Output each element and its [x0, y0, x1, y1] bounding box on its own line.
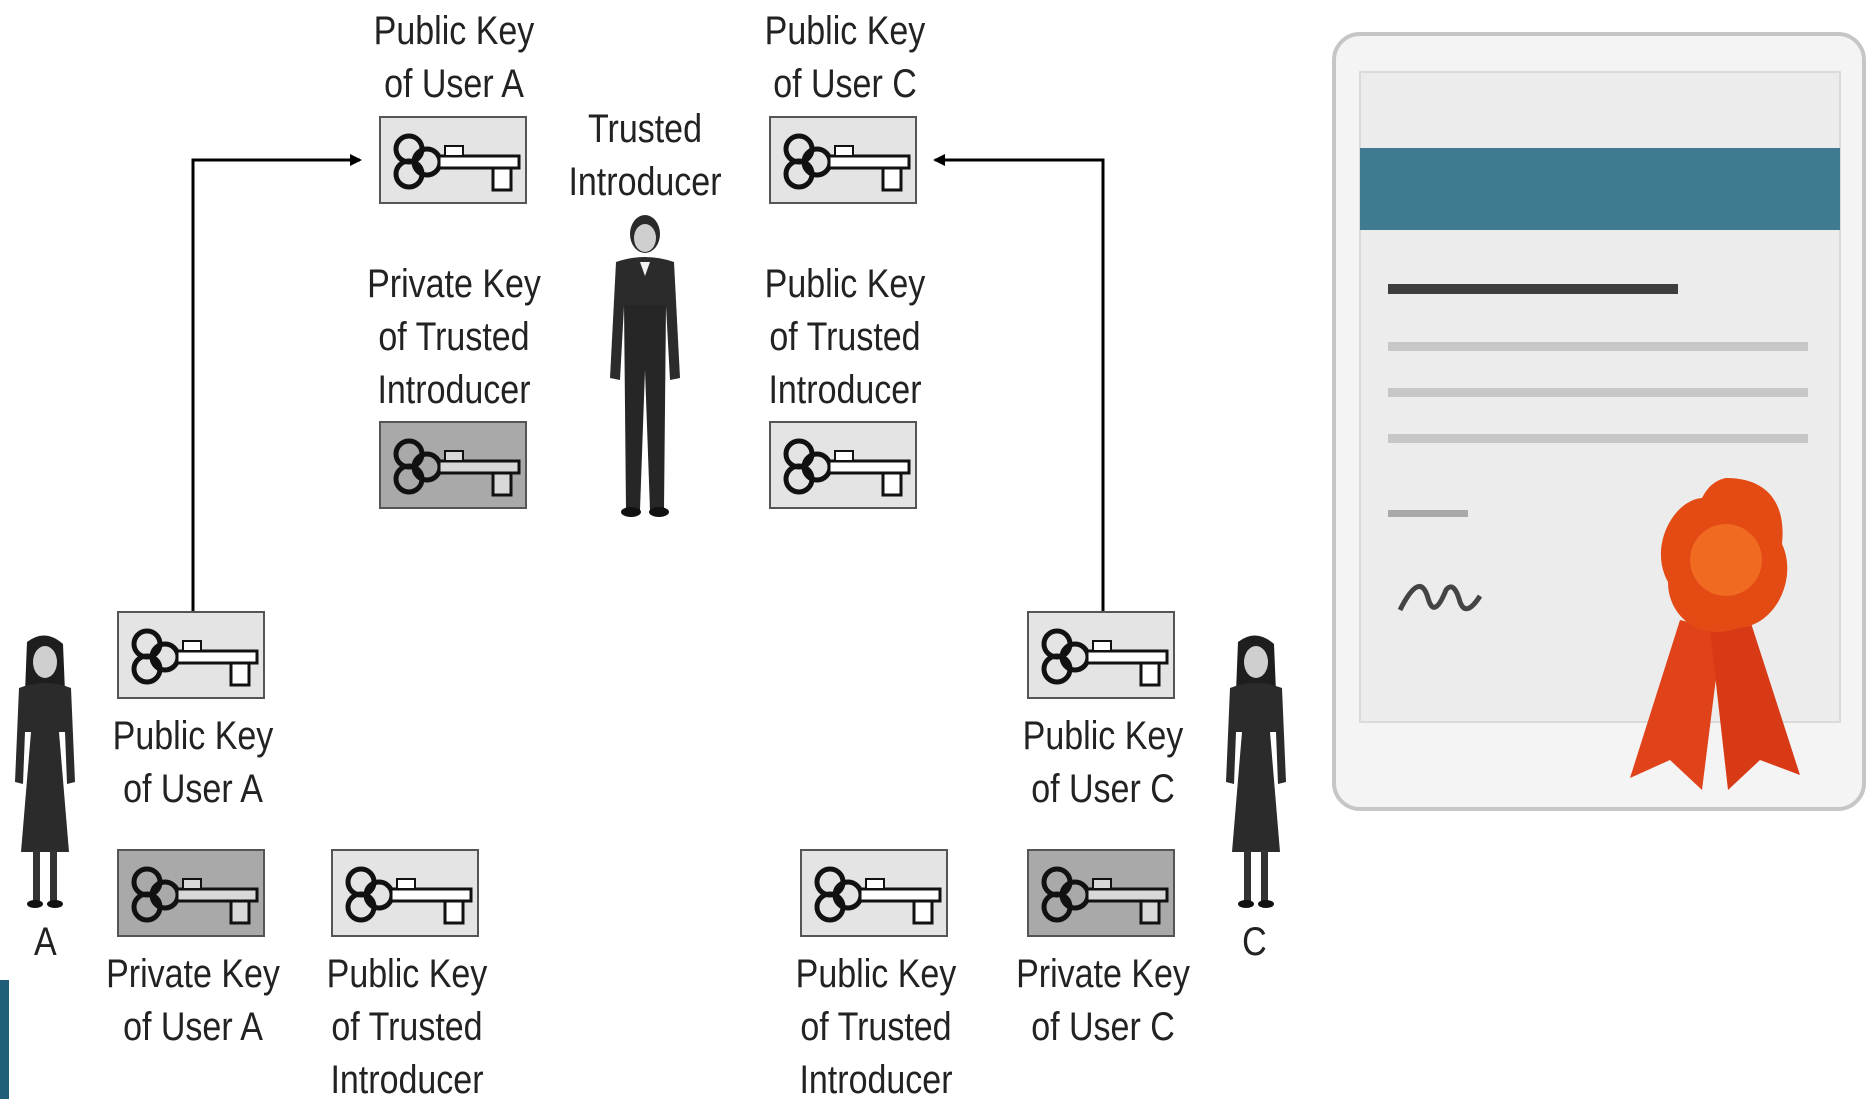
- label-a-public-key-trusted-introducer: Public Key of Trusted Introducer: [326, 952, 488, 1102]
- key-box-a-private-user-a: [117, 849, 265, 937]
- key-box-private-trusted-introducer: [379, 421, 527, 509]
- key-box-trusted-public-trusted-introducer: [769, 421, 917, 509]
- label-trusted-public-key-trusted-introducer: Public Key of Trusted Introducer: [764, 262, 926, 412]
- label-trusted-introducer: Trusted Introducer: [568, 107, 722, 204]
- person-icon: [1226, 635, 1286, 908]
- person-icon: [610, 215, 680, 517]
- label-a-private-key-user-a: Private Key of User A: [106, 952, 280, 1049]
- label-user-a: A: [34, 920, 57, 964]
- key-icon: [131, 866, 259, 925]
- key-box-c-private-user-c: [1027, 849, 1175, 937]
- key-box-trusted-public-user-a: [379, 116, 527, 204]
- key-icon: [345, 866, 473, 925]
- key-box-c-public-user-c: [1027, 611, 1175, 699]
- key-icon: [783, 133, 911, 192]
- label-c-public-key-user-c: Public Key of User C: [1022, 714, 1184, 811]
- key-icon: [814, 866, 942, 925]
- key-icon: [1041, 866, 1169, 925]
- key-icon: [131, 628, 259, 687]
- key-icon: [393, 438, 521, 497]
- wax-seal-icon: [1630, 478, 1800, 790]
- key-box-a-public-user-a: [117, 611, 265, 699]
- person-icon: [15, 635, 75, 908]
- label-c-private-key-user-c: Private Key of User C: [1016, 952, 1190, 1049]
- label-trusted-public-key-user-a: Public Key of User A: [373, 9, 535, 106]
- arrow-c-to-trusted: [933, 154, 1105, 612]
- arrow-a-to-trusted: [191, 154, 362, 612]
- edge-accent-bar: [0, 980, 9, 1099]
- label-a-public-key-user-a: Public Key of User A: [112, 714, 274, 811]
- key-icon: [393, 133, 521, 192]
- key-icon: [1041, 628, 1169, 687]
- key-box-a-public-trusted-introducer: [331, 849, 479, 937]
- key-icon: [783, 438, 911, 497]
- key-box-trusted-public-user-c: [769, 116, 917, 204]
- certificate-icon: [1332, 32, 1866, 811]
- label-user-c: C: [1242, 920, 1267, 964]
- label-c-public-key-trusted-introducer: Public Key of Trusted Introducer: [795, 952, 957, 1102]
- label-trusted-public-key-user-c: Public Key of User C: [764, 9, 926, 106]
- key-box-c-public-trusted-introducer: [800, 849, 948, 937]
- label-private-key-trusted-introducer: Private Key of Trusted Introducer: [367, 262, 541, 412]
